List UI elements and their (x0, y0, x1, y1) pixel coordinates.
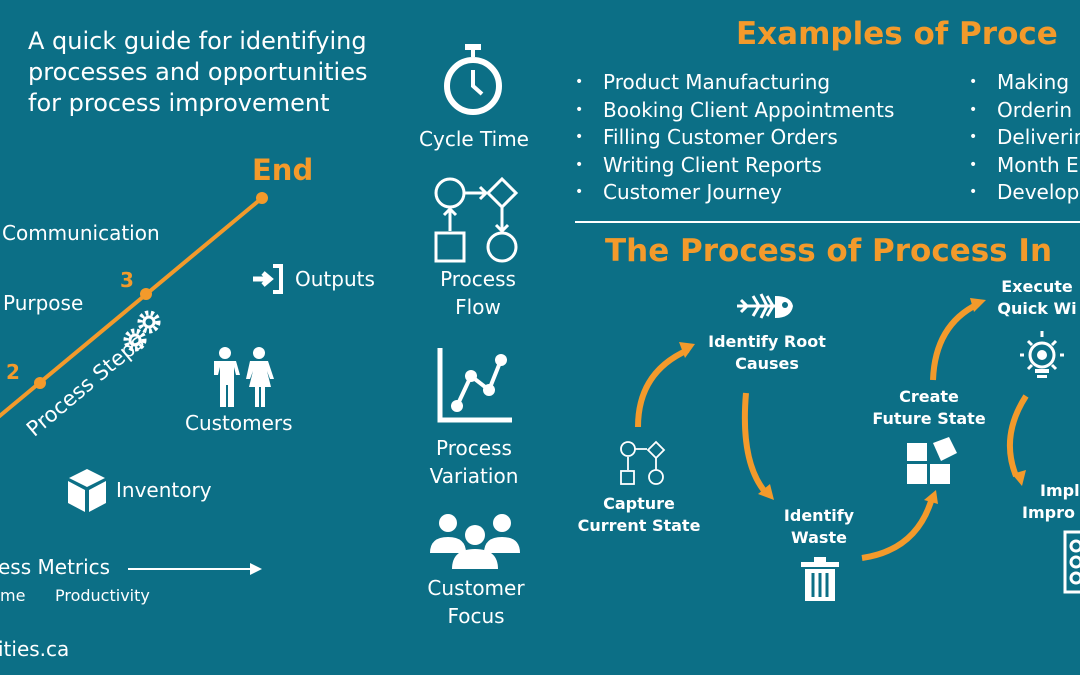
list-item: Month E (969, 152, 1080, 180)
outputs-icon (253, 264, 283, 294)
customers-icon (214, 347, 274, 407)
label-line: Capture (603, 494, 675, 513)
label-line: Identify (783, 506, 855, 525)
intro-line: processes and opportunities (28, 58, 368, 86)
label-line: Waste (791, 528, 847, 547)
people-group-icon (430, 514, 520, 569)
end-label: End (252, 153, 314, 187)
checklist-icon (1063, 530, 1080, 594)
improvement-title: The Process of Process In (605, 233, 1053, 269)
gears-icon (123, 310, 161, 352)
examples-list-1: Product Manufacturing Booking Client App… (575, 69, 894, 207)
list-item: Deliverin (969, 124, 1080, 152)
metric-time: me (0, 586, 26, 605)
label-line: Quick Wi (997, 299, 1077, 318)
communication-label: Communication (2, 221, 160, 245)
website-link[interactable]: ities.ca (0, 637, 70, 661)
trash-icon (801, 557, 839, 601)
fishbone-icon (737, 293, 793, 319)
label-line: Create (899, 387, 959, 406)
label-line: Impro (1022, 503, 1075, 522)
list-item: Making (969, 69, 1080, 97)
metrics-title: ess Metrics (0, 555, 111, 579)
label-line: Future State (872, 409, 986, 428)
examples-list-2: Making Orderin Deliverin Month E Develop (969, 69, 1080, 207)
inventory-box-icon (68, 469, 106, 512)
label-line: Process (436, 436, 512, 460)
divider (575, 221, 1080, 223)
intro-line: A quick guide for identifying (28, 27, 367, 55)
label-line: Customer (427, 576, 525, 600)
list-item: Writing Client Reports (575, 152, 894, 180)
label-line: Flow (455, 295, 501, 319)
purpose-label: Purpose (3, 291, 84, 315)
list-item: Customer Journey (575, 179, 894, 207)
intro-text: A quick guide for identifying processes … (28, 26, 367, 119)
label-line: Execute (1001, 277, 1073, 296)
list-item: Product Manufacturing (575, 69, 894, 97)
list-item: Orderin (969, 97, 1080, 125)
outputs-label: Outputs (295, 267, 375, 291)
label-line: Impl (1040, 481, 1080, 500)
intro-line: for process improvement (28, 89, 330, 117)
label-line: Focus (447, 604, 505, 628)
arrow-right-icon (128, 563, 262, 575)
line-chart-icon (437, 348, 512, 423)
examples-title: Examples of Proce (736, 16, 1058, 52)
label-line: Process (440, 267, 516, 291)
label-line: Current State (577, 516, 701, 535)
step-2-label: 2 (6, 360, 20, 384)
label-line: Variation (429, 464, 519, 488)
stopwatch-icon (444, 44, 502, 115)
label-line: Identify Root (708, 332, 826, 351)
list-item: Booking Client Appointments (575, 97, 894, 125)
list-item: Filling Customer Orders (575, 124, 894, 152)
label-line: Causes (735, 354, 799, 373)
puzzle-icon (907, 437, 957, 484)
list-item: Develop (969, 179, 1080, 207)
step-3-label: 3 (120, 268, 134, 292)
inventory-label: Inventory (116, 478, 212, 502)
metric-productivity: Productivity (55, 586, 150, 605)
cycle-time-label: Cycle Time (419, 127, 529, 151)
lightbulb-icon (1020, 331, 1064, 378)
process-flow-icon (434, 176, 519, 263)
capture-flow-icon (620, 440, 666, 485)
customers-label: Customers (185, 411, 293, 435)
